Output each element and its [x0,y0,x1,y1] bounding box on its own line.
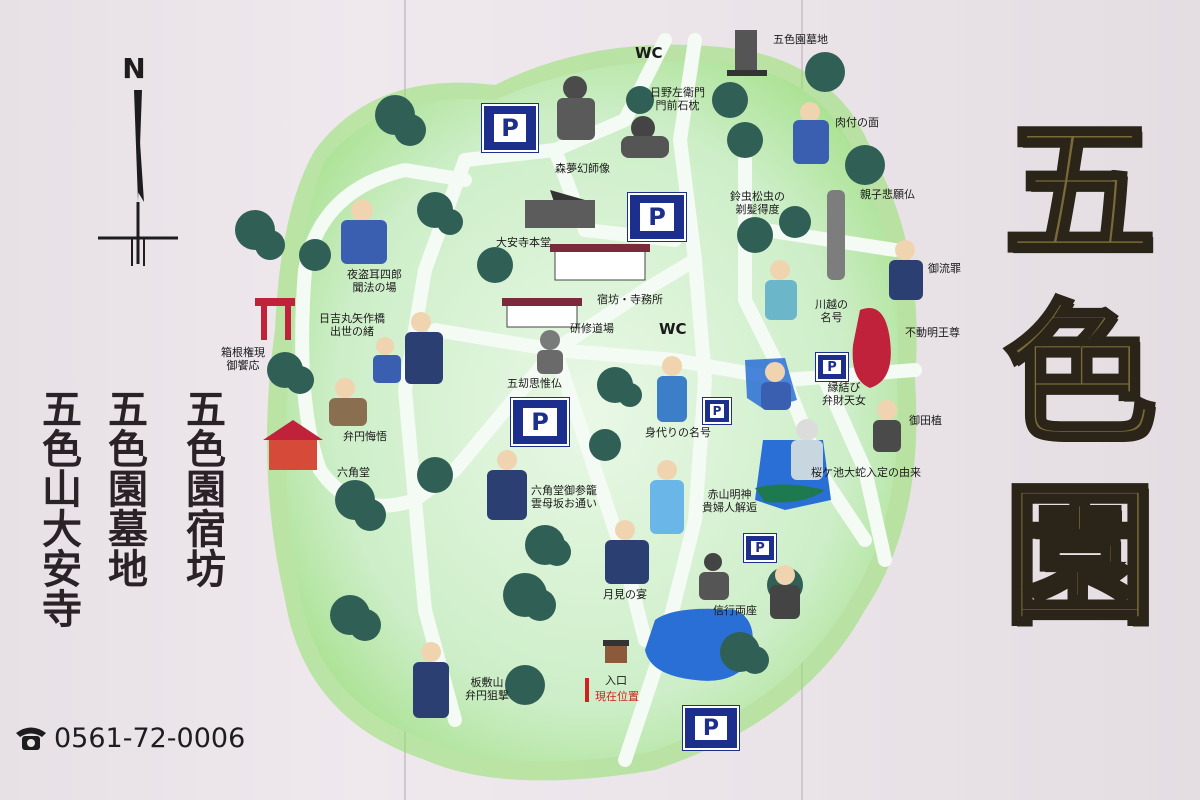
label-yoto-mimishiro: 夜盗耳四郎 聞法の場 [347,268,402,294]
title-char-en: 園 [1002,466,1159,645]
label-kawagoe: 川越の 名号 [815,298,848,324]
label-gokoshi-yui: 五刧思惟仏 [507,377,562,390]
phone-number-text: 0561-72-0006 [54,722,246,754]
parking-icon: P [683,706,739,750]
restroom-marker: WC [635,44,663,62]
label-morimu-genshi: 森夢幻師像 [555,162,610,175]
label-rokkakudo-sanro: 六角堂御参籠 雲母坂お通い [531,484,597,510]
title-char-shiki: 色 [1002,283,1159,463]
parking-icon: P [744,534,776,562]
map-artwork [235,30,923,781]
compass-arrow-icon [98,90,178,266]
label-hiyoshimaru: 日吉丸矢作橋 出世の緒 [319,312,385,338]
label-en-musubi: 縁結び 弁財天女 [822,381,866,407]
vertical-text-daianji: 五色山大安寺 [35,388,82,628]
label-akayama-myojin: 赤山明神 貴婦人解逅 [702,488,757,514]
label-fudo-myoo: 不動明王尊 [905,326,960,339]
landmark-figures [255,30,923,718]
label-rokkakudo: 六角堂 [337,466,370,479]
label-shinpi-gambutsu: 親子悲願仏 [860,188,915,201]
parking-icon: P [703,398,731,424]
parking-icon: P [482,104,538,152]
label-itajikiyama: 板敷山 弁円狙撃 [465,676,509,702]
label-niku-men: 肉付の面 [835,116,879,129]
park-map: WC WC P P P P P P P 五色園墓地 日野左衛門 門前石枕 肉付の… [221,0,985,800]
vertical-text-cemetery: 五色園墓地 [101,388,148,588]
label-entrance: 入口 [605,674,627,687]
label-daianji-hondo: 大安寺本堂 [496,236,551,249]
compass-north-label: N [122,52,146,85]
label-sakuragaike: 桜ケ池大蛇入定の由来 [811,466,921,479]
label-hino-gate-stone: 日野左衛門 門前石枕 [650,86,705,112]
label-tsukimi: 月見の宴 [603,588,647,601]
label-shukubo-office: 宿坊・寺務所 [597,293,663,306]
label-suzumushi: 鈴虫松虫の 剃髪得度 [730,190,785,216]
label-current-location: 現在位置 [595,690,639,703]
parking-icon: P [816,353,848,381]
label-bennen-kaigo: 弁円悔悟 [343,430,387,443]
label-migawari-myogo: 身代りの名号 [645,426,711,439]
park-title: 五 色 園 [985,101,1175,645]
label-gorushu: 御流罪 [928,262,961,275]
label-otaue: 御田植 [909,414,942,427]
vertical-text-shukubo: 五色園宿坊 [179,388,226,588]
title-char-go: 五 [1002,101,1159,280]
phone-number: 0561-72-0006 [14,718,245,758]
parking-icon: P [511,398,569,446]
label-kenshu-dojo: 研修道場 [570,322,614,335]
label-shingyo-ryoza: 信行両座 [713,604,757,617]
telephone-icon [16,727,46,750]
north-compass: N [92,52,184,272]
label-cemetery: 五色園墓地 [773,33,828,46]
label-hakone-gongen: 箱根権現 御饗応 [221,346,265,372]
restroom-marker: WC [659,320,687,338]
parking-icon: P [628,193,686,241]
